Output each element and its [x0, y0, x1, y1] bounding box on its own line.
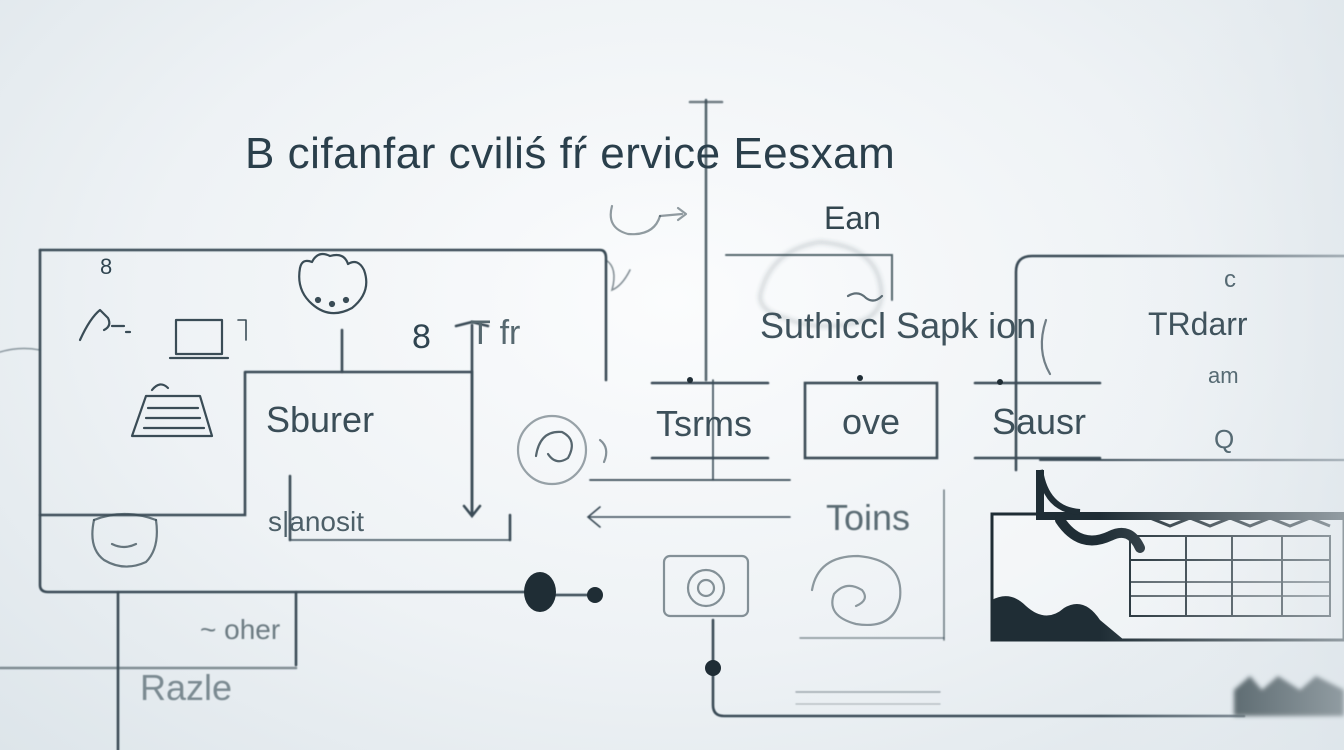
cloud-icon: [298, 252, 368, 315]
marker-label-large: 8: [412, 318, 431, 356]
ean-bracket: [725, 254, 893, 301]
face-icon: [91, 512, 158, 568]
sausr-label: Sausr: [992, 401, 1087, 442]
faint-cloud-icon: [758, 240, 883, 328]
mid-squiggle: [605, 259, 631, 292]
node-dot-junction-2: [857, 375, 863, 381]
top-swirl-icon: [609, 204, 688, 236]
am-label: am: [1208, 363, 1239, 388]
ean-label: Ean: [824, 200, 881, 236]
marker-label-small: 8: [100, 254, 113, 279]
left-container-frame: [38, 248, 608, 382]
person-icon: [78, 308, 132, 342]
c-label: c: [1224, 266, 1236, 293]
section-subtitle: Suthiccl Sapk ion: [760, 305, 1037, 346]
toins-label: Toins: [826, 497, 911, 538]
tilde-mark: [846, 292, 884, 302]
ove-label: ove: [842, 401, 901, 442]
tsrms-label: Tsrms: [656, 403, 752, 444]
razle-label: Razle: [140, 667, 233, 708]
server-box: [38, 370, 474, 517]
node-dot-small: [587, 587, 603, 603]
tfr-label: T fr: [470, 314, 521, 352]
flow-arrow-left: [586, 506, 601, 528]
node-dot-pipe: [705, 660, 721, 676]
left-squiggle: [0, 347, 41, 353]
q-label: Q: [1214, 424, 1235, 454]
spiral-icon: [810, 554, 902, 626]
diagram-title: B cifanfar cviliś fŕ ervice Eesxam: [245, 129, 896, 178]
node-dot-junction-3: [687, 377, 693, 383]
lower-pipe: [711, 618, 1246, 718]
trdarr-label: TRdarr: [1148, 306, 1248, 342]
laptop-icon: [168, 318, 247, 360]
ove-box: [803, 381, 939, 460]
node-dot-icon: [524, 572, 556, 612]
camera-icon: [662, 554, 750, 618]
left-container-left-edge: [38, 248, 542, 594]
node-dot-junction: [997, 379, 1003, 385]
sanosit-label: s|anosit: [268, 506, 364, 537]
server-label: Sburer: [266, 399, 375, 440]
swirl-icon: [516, 414, 608, 486]
right-curl: [1040, 318, 1052, 376]
right-panel-frame: [1014, 254, 1344, 472]
arrow-head-1: [462, 504, 482, 519]
document-stack-icon: [130, 383, 214, 438]
other-label: ~ oher: [200, 614, 281, 645]
arrow-head-2: [454, 320, 490, 328]
